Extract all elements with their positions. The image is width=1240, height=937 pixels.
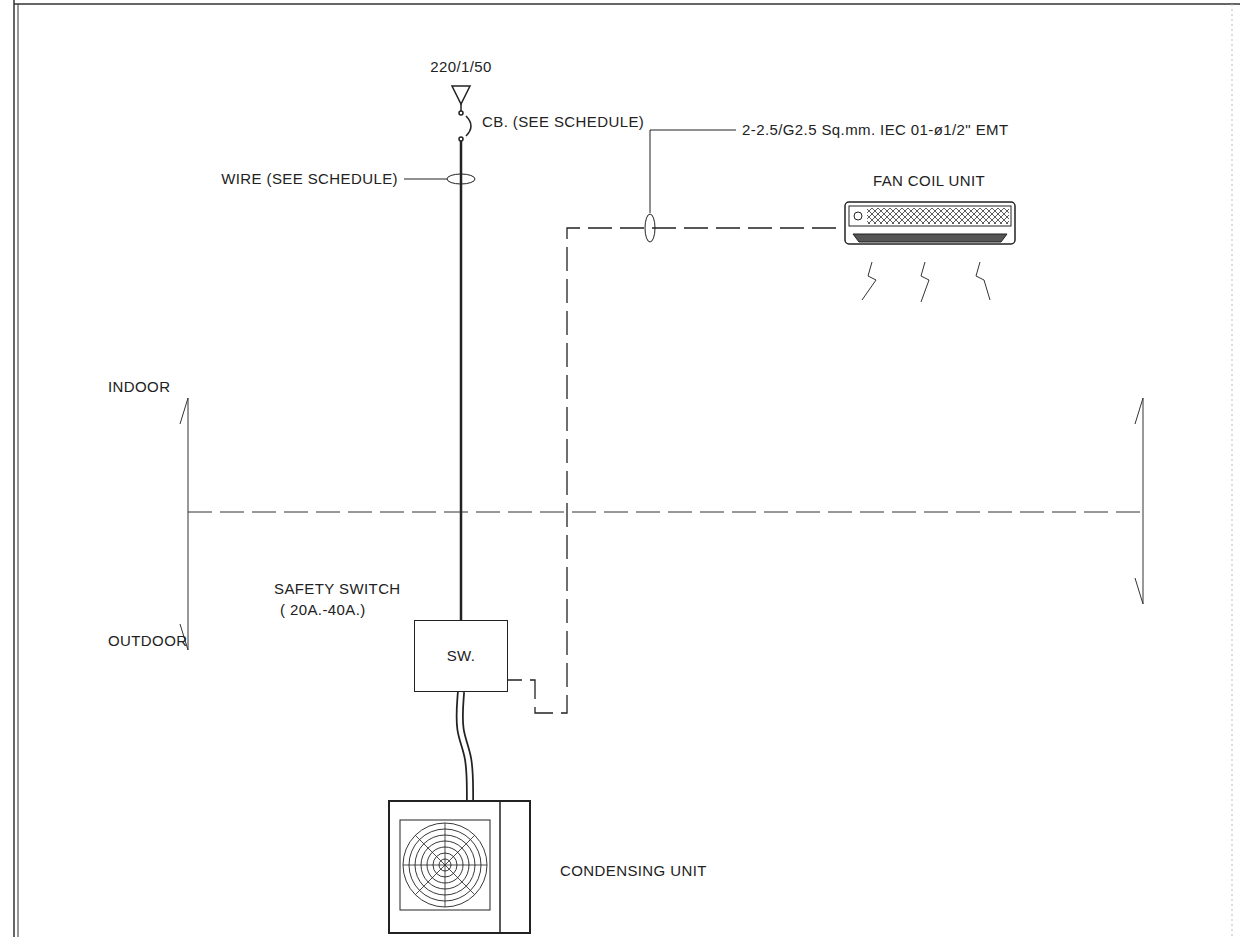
fan-coil-unit: FAN COIL UNIT	[836, 172, 1022, 250]
frame-line	[13, 0, 15, 937]
boundary-arrow	[1143, 398, 1144, 512]
airflow-symbol	[862, 262, 990, 302]
cable-outline	[460, 692, 470, 800]
airflow-line	[976, 262, 990, 300]
switch-rating: ( 20A.-40A.)	[280, 601, 366, 619]
zone-label: INDOOR	[108, 378, 170, 396]
boundary-line	[188, 512, 1143, 513]
indicator	[854, 212, 862, 220]
wire-callout	[404, 174, 475, 184]
unit-label: FAN COIL UNIT	[836, 172, 1022, 190]
fan-spoke	[415, 865, 445, 895]
fan-spoke	[445, 835, 475, 865]
connector-path	[508, 228, 836, 713]
breaker-arc	[466, 116, 471, 136]
fan-guard	[400, 820, 490, 910]
air-outlet	[853, 234, 1007, 242]
wire-label: WIRE (SEE SCHEDULE)	[221, 170, 398, 188]
breaker-terminal	[459, 111, 463, 115]
leader-line	[404, 179, 447, 180]
leader-line	[650, 130, 736, 213]
fan-spoke	[445, 865, 475, 895]
boundary-arrow	[188, 512, 189, 650]
arrow-head	[180, 398, 188, 424]
breaker-label: CB. (SEE SCHEDULE)	[482, 113, 644, 131]
supply-rating: 220/1/50	[430, 58, 492, 76]
unit-housing	[389, 801, 530, 933]
breaker-terminal	[459, 137, 463, 141]
cable-callout	[645, 130, 736, 242]
frame-line	[1232, 4, 1233, 937]
safety-switch-box: SW.	[414, 620, 508, 692]
fan-ring	[403, 823, 487, 907]
zone-label: OUTDOOR	[108, 632, 187, 650]
condensing-unit: CONDENSING UNIT	[388, 800, 908, 934]
frame-line	[18, 4, 19, 937]
callout-ellipse	[447, 174, 475, 184]
wire	[460, 104, 462, 111]
fan-spoke	[403, 865, 445, 866]
unit-label: CONDENSING UNIT	[560, 862, 707, 880]
arrow-head	[1135, 578, 1143, 604]
service-panel	[499, 801, 501, 933]
airflow-line	[921, 262, 929, 302]
fan-spoke	[445, 823, 446, 865]
grille-hatch	[867, 208, 1009, 224]
cable-core	[460, 692, 470, 800]
cable-spec: 2-2.5/G2.5 Sq.mm. IEC 01-ø1/2" EMT	[742, 121, 1009, 139]
fan-spoke	[415, 835, 445, 865]
drawing-frame	[14, 0, 1240, 937]
boundary-arrow	[1143, 512, 1144, 604]
fan-spoke	[445, 865, 487, 866]
switch-label: SAFETY SWITCH	[274, 580, 401, 598]
fan-spoke	[445, 865, 446, 907]
condensing-unit-drawing	[388, 800, 533, 934]
boundary-arrow	[188, 398, 189, 512]
frame-line	[14, 3, 1240, 5]
source-triangle	[452, 86, 470, 104]
unit-panel	[849, 206, 1011, 226]
power-cable	[460, 692, 470, 800]
airflow-line	[862, 262, 876, 300]
power-source	[452, 86, 471, 620]
unit-housing	[845, 202, 1015, 244]
unit-label: SW.	[447, 647, 476, 665]
supply-wire	[460, 141, 463, 620]
arrow-head	[1135, 398, 1143, 424]
control-cable	[508, 228, 836, 713]
indoor-outdoor-boundary	[180, 398, 1143, 650]
